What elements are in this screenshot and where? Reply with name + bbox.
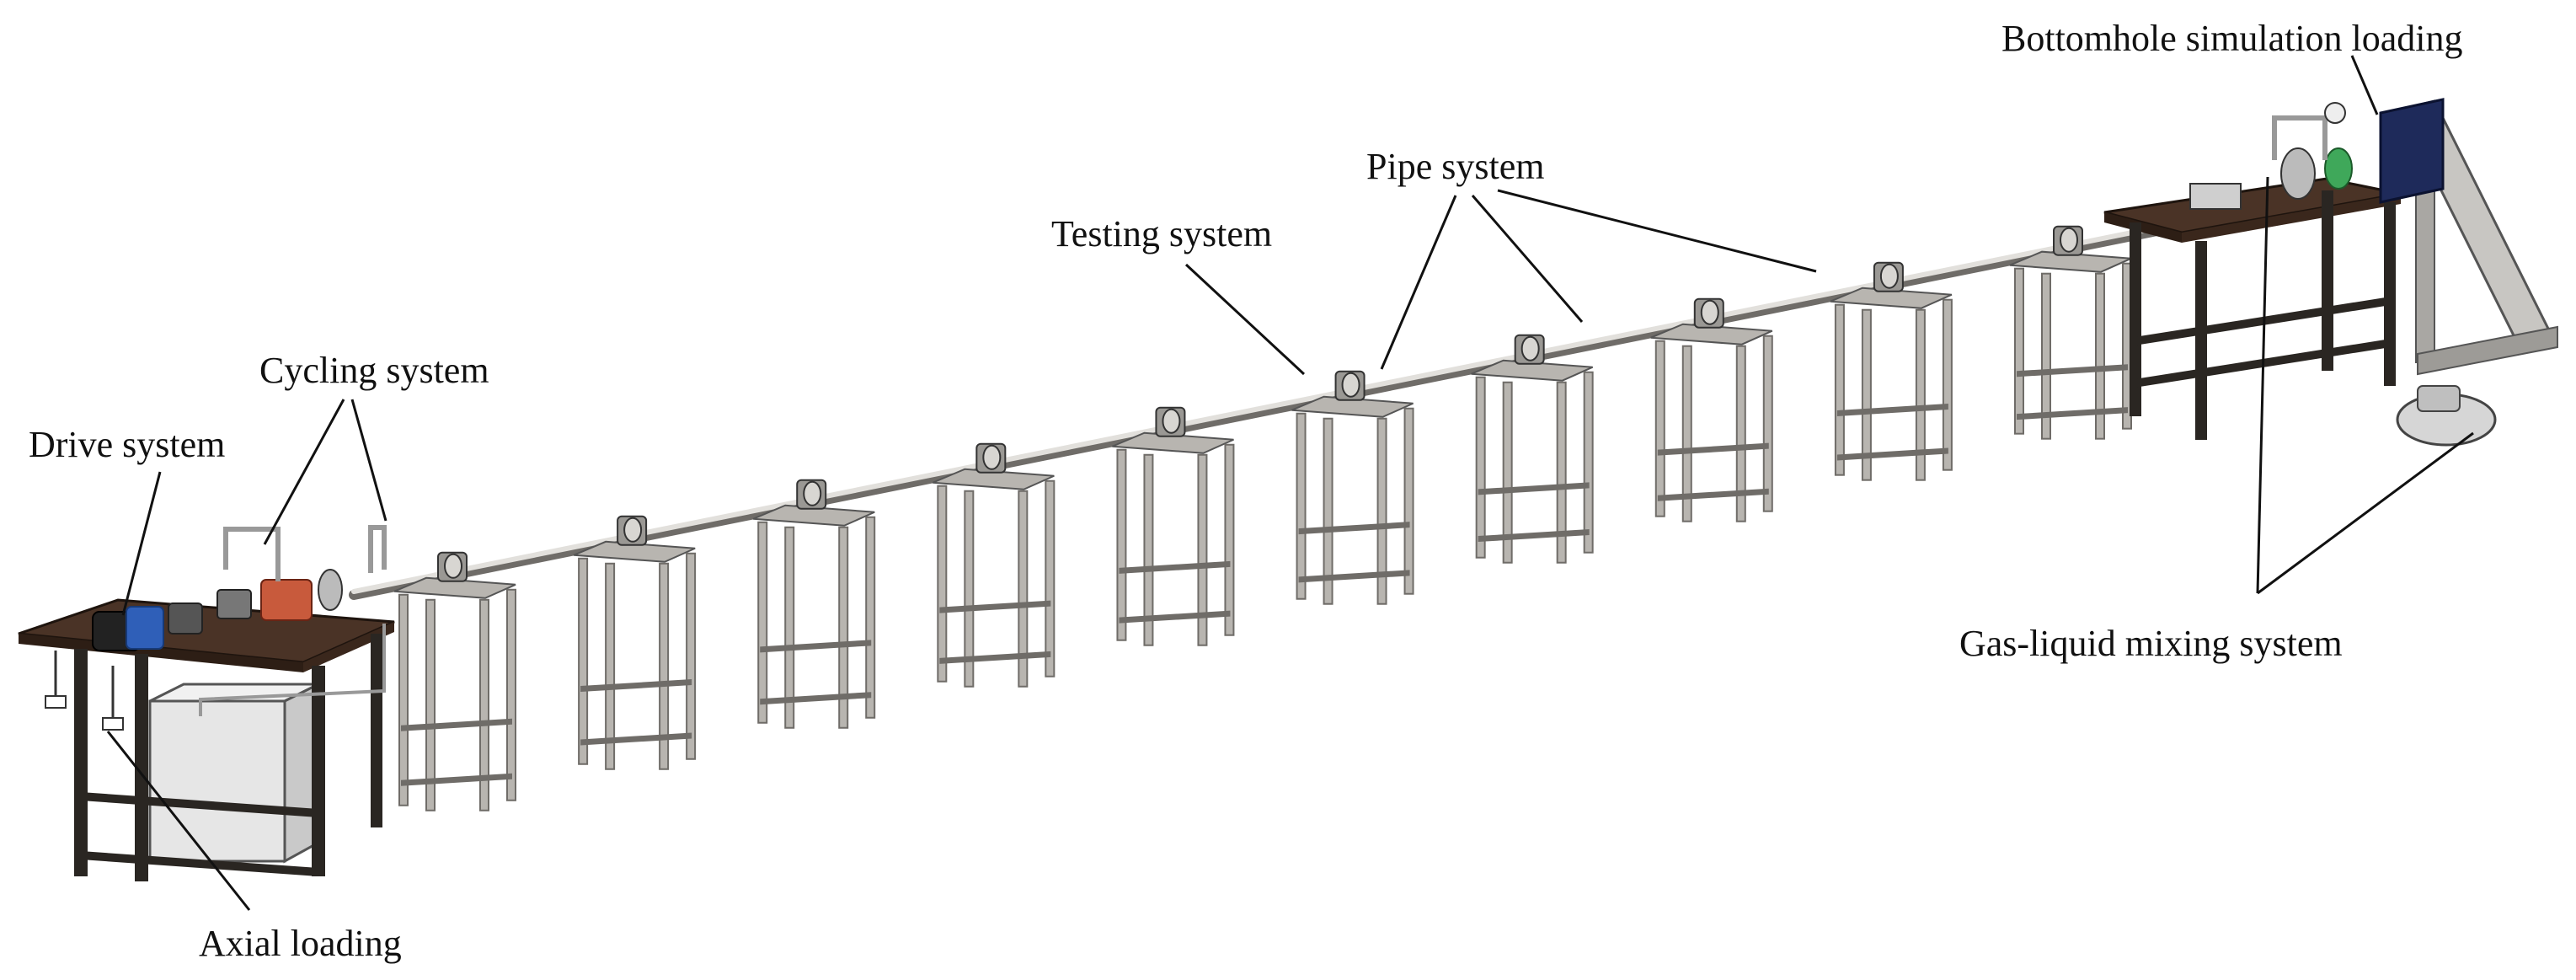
label-drive-system: Drive system (29, 424, 226, 465)
leader-axial (106, 731, 251, 911)
label-bottomhole-simulation-loading: Bottomhole simulation loading (2001, 18, 2463, 59)
pipe-stand (932, 442, 1056, 688)
pipe-stand (1291, 370, 1414, 605)
label-axial-loading: Axial loading (199, 923, 402, 964)
leader-bottomhole (2350, 55, 2379, 115)
water-tank (148, 699, 286, 863)
pipe-stand (1650, 297, 1773, 522)
label-gas-liquid-mixing-system: Gas-liquid mixing system (1959, 623, 2343, 664)
leader-pipe-1 (1380, 195, 1457, 370)
leader-cycling-2 (350, 399, 387, 522)
cycling-pump (260, 579, 313, 621)
label-pipe-system: Pipe system (1366, 146, 1545, 187)
bottomhole-loading-panel (2379, 98, 2445, 204)
pipe-stand (393, 551, 516, 811)
pipe-stand (752, 479, 876, 729)
pipe-stand (1112, 406, 1235, 646)
leader-cycling-1 (263, 399, 345, 545)
drive-table (18, 525, 395, 881)
leader-gas-1 (2256, 176, 2269, 594)
pipe-stand (573, 515, 697, 770)
pipe-stands (393, 225, 2132, 811)
drive-motor-blue (126, 606, 164, 650)
leader-pipe-3 (1497, 189, 1817, 273)
leader-gas-2 (2257, 431, 2474, 595)
pipe-stand (1471, 334, 1594, 564)
leader-drive (121, 471, 162, 616)
leader-testing (1184, 263, 1306, 376)
leader-pipe-2 (1471, 195, 1584, 323)
pipe-stand (2009, 225, 2132, 440)
label-testing-system: Testing system (1051, 213, 1273, 254)
leader-lines (106, 55, 2474, 911)
pipe-stand (1830, 261, 1953, 481)
label-cycling-system: Cycling system (259, 350, 489, 391)
bottomhole-table (2103, 98, 2558, 447)
